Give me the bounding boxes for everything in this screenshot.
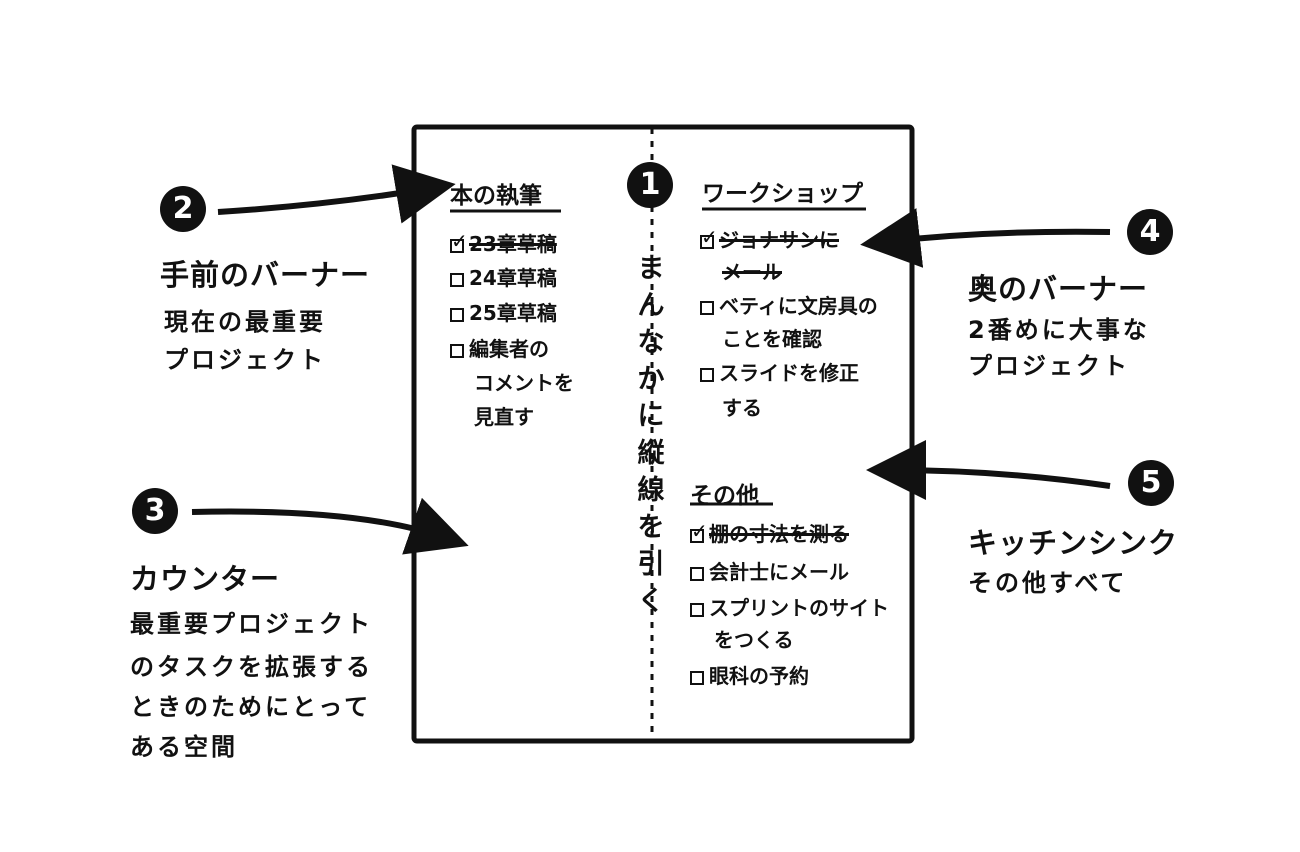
- workshop-title: ワークショップ: [702, 181, 863, 207]
- other-task-2: 会計士にメール: [690, 556, 849, 585]
- left-task-4-cont-1: コメントを: [474, 371, 574, 395]
- checkbox-checked-icon: ✓: [700, 225, 718, 249]
- callout-number-2: 2: [160, 186, 206, 232]
- workshop-task-2-cont: ことを確認: [722, 327, 822, 351]
- checkbox-checked-icon: ✓: [690, 519, 708, 543]
- callout-number-5: 5: [1128, 460, 1174, 506]
- workshop-task-1: ✓ジョナサンに: [700, 225, 839, 252]
- checkbox-icon: [450, 273, 464, 287]
- left-task-4: 編集者の: [450, 333, 549, 362]
- callout-5-title: キッチンシンク: [968, 526, 1179, 560]
- callout-4-title: 奥のバーナー: [968, 272, 1149, 306]
- checkbox-icon: [690, 603, 704, 617]
- callout-2-line-2: プロジェクト: [164, 346, 326, 374]
- notebook-frame: [411, 124, 915, 744]
- other-task-3: スプリントのサイト: [690, 592, 889, 621]
- checkbox-icon: [450, 344, 464, 358]
- callout-number-4: 4: [1127, 209, 1173, 255]
- checkbox-icon: [700, 301, 714, 315]
- arrow-5: [866, 440, 1111, 501]
- callout-2-title: 手前のバーナー: [160, 258, 371, 292]
- callout-3-line-3: ときのためにとって: [130, 693, 372, 721]
- callout-3-line-4: ある空間: [130, 733, 238, 761]
- other-task-1: ✓棚の寸法を測る: [690, 519, 849, 546]
- checkbox-icon: [690, 567, 704, 581]
- other-task-4: 眼科の予約: [690, 660, 809, 689]
- checkbox-icon: [690, 671, 704, 685]
- checkbox-checked-icon: ✓: [450, 229, 468, 253]
- callout-5-line-1: その他すべて: [968, 569, 1128, 597]
- callout-3-line-1: 最重要プロジェクト: [130, 610, 373, 638]
- workshop-task-2: ベティに文房具の: [700, 290, 878, 319]
- workshop-task-3-cont: する: [722, 396, 762, 420]
- checkbox-icon: [450, 308, 464, 322]
- left-task-2: 24章草稿: [450, 262, 557, 291]
- callout-number-1: 1: [627, 162, 673, 208]
- callout-2-line-1: 現在の最重要: [164, 308, 326, 336]
- callout-3-title: カウンター: [130, 562, 281, 596]
- workshop-task-1-cont: メール: [722, 260, 782, 284]
- left-task-3: 25章草稿: [450, 297, 557, 326]
- callout-4-line-1: 2番めに大事な: [968, 316, 1150, 344]
- left-page-title: 本の執筆: [450, 183, 542, 209]
- arrow-2: [217, 164, 456, 224]
- callout-number-3: 3: [132, 488, 178, 534]
- arrow-4: [860, 208, 1111, 268]
- callout-3-line-2: のタスクを拡張する: [130, 653, 373, 681]
- other-title: その他: [690, 483, 759, 509]
- other-task-3-cont: をつくる: [714, 628, 794, 652]
- callout-4-line-2: プロジェクト: [968, 352, 1130, 380]
- left-task-1: ✓23章草稿: [450, 229, 557, 256]
- left-task-4-cont-2: 見直す: [474, 405, 534, 429]
- arrow-3: [191, 497, 469, 555]
- center-vertical-label: ま ん な か に 縦 線 を 引 く: [637, 253, 665, 617]
- checkbox-icon: [700, 368, 714, 382]
- workshop-task-3: スライドを修正: [700, 357, 859, 386]
